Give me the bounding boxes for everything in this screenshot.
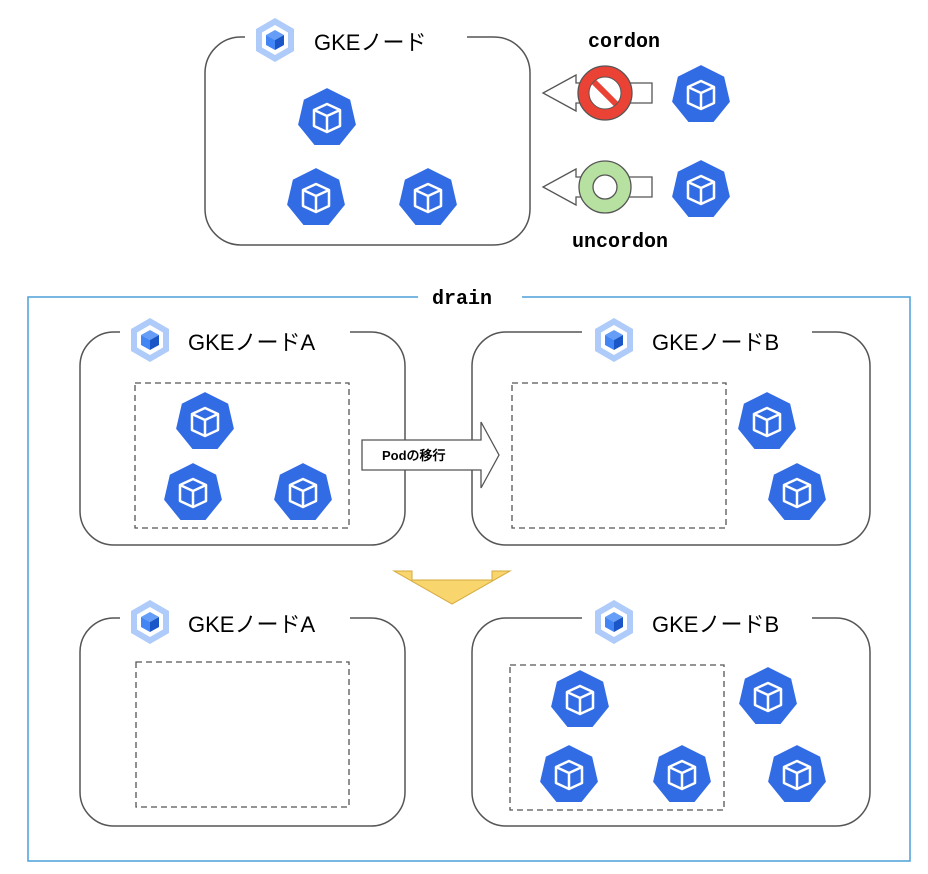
before-node-a: GKEノードA [79,318,406,546]
drain-title: drain [432,288,492,311]
top-node: GKEノード [204,18,531,246]
node-label: GKEノードB [652,612,779,637]
uncordon-row: uncordon [541,157,733,254]
ring-icon [578,160,632,214]
no-entry-icon [577,65,633,121]
migration-arrow: Podの移行 [361,421,500,489]
after-node-a: GKEノードA [79,600,406,827]
node-label: GKEノードA [188,330,315,355]
down-arrow-icon [392,570,512,605]
before-node-b: GKEノードB [471,318,871,546]
cordon-label: cordon [588,31,660,54]
pod-area [511,382,727,529]
node-label: GKEノード [314,30,426,55]
uncordon-label: uncordon [572,231,668,254]
node-label: GKEノードA [188,612,315,637]
after-node-b: GKEノードB [471,600,871,827]
migration-label: Podの移行 [382,448,446,463]
right-arrow-icon [361,421,500,489]
node-box [204,36,531,246]
pod-area [135,661,350,808]
pod-icon [669,62,733,125]
cordon-row: cordon [541,31,733,125]
title-mask [418,285,522,309]
drain-section: drain [27,285,911,862]
node-label: GKEノードB [652,330,779,355]
pod-icon [669,157,733,220]
